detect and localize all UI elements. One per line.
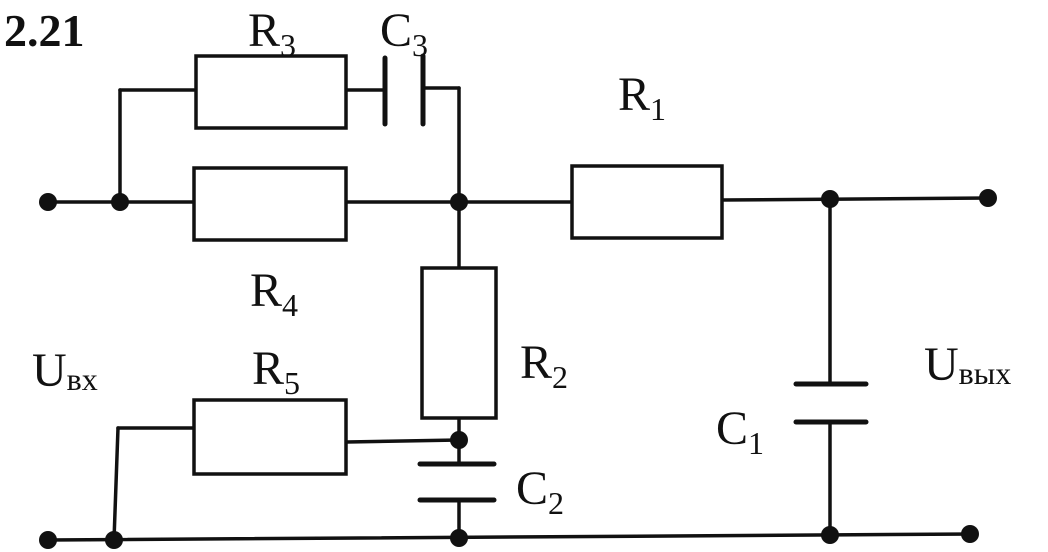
wire-r5-to-node <box>345 438 461 444</box>
nodes <box>39 189 997 549</box>
wire-top-right <box>720 196 992 202</box>
terminal-input-top <box>39 193 57 211</box>
junction-r2-c2 <box>450 431 468 449</box>
terminal-input-bottom <box>39 531 57 549</box>
junction-center-bottom <box>450 529 468 547</box>
capacitor-c1 <box>793 381 869 425</box>
resistor-r2 <box>420 266 498 420</box>
label-r1: R1 <box>618 68 666 127</box>
problem-number: 2.21 <box>4 5 85 56</box>
label-c2: C2 <box>516 462 564 521</box>
resistor-r5 <box>192 398 348 476</box>
label-r4: R4 <box>250 264 298 323</box>
label-c3: C3 <box>380 4 428 63</box>
junction-left-top <box>111 193 129 211</box>
wires <box>46 86 992 542</box>
terminal-output-bottom <box>961 525 979 543</box>
resistor-r4 <box>192 166 348 242</box>
label-r5: R5 <box>252 342 300 401</box>
resistor-r3 <box>194 54 348 130</box>
wire-r5-left-vertical <box>112 426 120 542</box>
junction-left-bottom <box>105 531 123 549</box>
terminal-output-top <box>979 189 997 207</box>
label-r2: R2 <box>520 336 568 395</box>
label-r3: R3 <box>248 4 296 63</box>
capacitor-c2 <box>417 461 497 503</box>
junction-center-top <box>450 193 468 211</box>
junction-right-bottom <box>821 526 839 544</box>
label-c1: C1 <box>716 402 764 461</box>
junction-right-top <box>821 190 839 208</box>
resistor-r1 <box>570 164 724 240</box>
wire-bottom <box>46 532 977 542</box>
capacitor-c3 <box>382 53 426 127</box>
label-input-voltage: Uвх <box>32 344 98 397</box>
label-output-voltage: Uвых <box>924 338 1011 391</box>
